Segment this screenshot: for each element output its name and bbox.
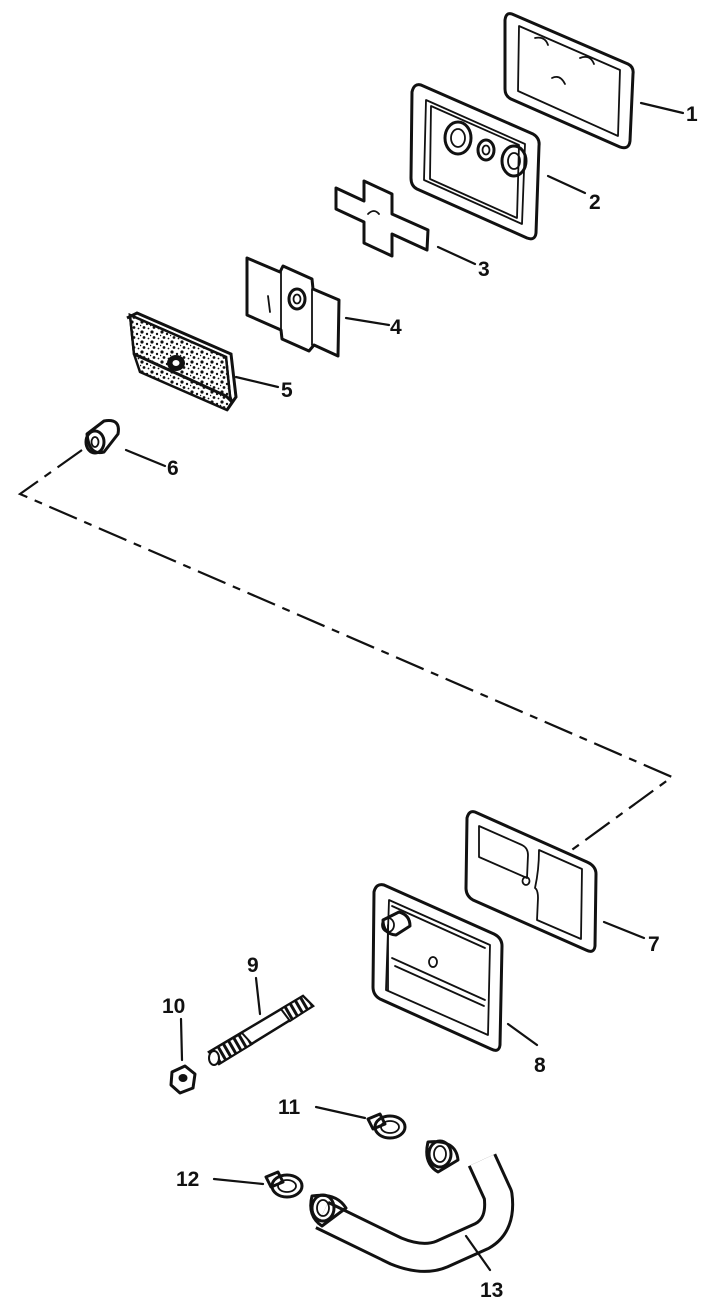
callout-8: 8 [534,1054,546,1077]
leader-line [506,1022,539,1047]
part-7-gasket [464,810,598,953]
part-9-stud [207,994,316,1066]
leader-line [344,316,391,327]
callout-10: 10 [162,995,185,1018]
part-6-sleeve [84,419,120,455]
callout-12: 12 [176,1168,199,1191]
part-12-hose-clamp [264,1170,304,1199]
callout-7: 7 [648,933,660,956]
callout-4: 4 [390,316,402,339]
part-10-nut [169,1064,197,1095]
part-4-bracket-plate [245,256,341,358]
leader-line [464,1234,492,1272]
part-3-cross-gasket [334,179,430,258]
callout-13: 13 [480,1279,503,1302]
leader-line [314,1105,367,1120]
leader-line [179,1017,184,1062]
callout-6: 6 [167,457,179,480]
callout-3: 3 [478,258,490,281]
leader-line [234,375,280,389]
leader-line [124,448,167,468]
leader-line [212,1177,265,1186]
part-13-hose [309,1139,515,1273]
alignment-dashed-line [17,449,675,861]
leader-line [546,174,587,195]
part-5-filter-block [126,311,238,412]
part-11-hose-clamp [366,1112,407,1140]
leader-line [602,920,646,940]
part-2-cover-plate [409,83,541,241]
leader-line [254,976,262,1016]
callout-9: 9 [247,954,259,977]
callout-11: 11 [278,1096,301,1119]
part-8-pan-plate [371,883,504,1052]
leader-line [436,245,477,266]
leader-line [639,101,685,115]
part-1-gasket [503,12,635,150]
callout-2: 2 [589,191,601,214]
callout-1: 1 [686,103,698,126]
callout-5: 5 [281,379,293,402]
